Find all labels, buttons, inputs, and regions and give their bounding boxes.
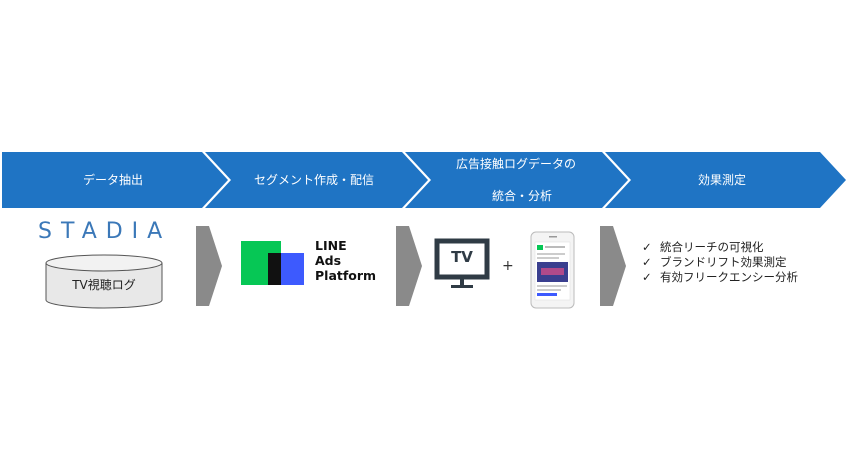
flow-arrow-3 (600, 226, 626, 306)
tv-viewing-log-label: TV視聴ログ (72, 278, 136, 292)
tv-icon (434, 238, 490, 288)
flow-arrow-1 (196, 226, 222, 306)
step-label-integrate-line2: 統合・分析 (492, 189, 553, 203)
database-cylinder-icon (45, 254, 163, 309)
step-chevron-4 (605, 152, 846, 208)
line-ads-platform-logo (241, 241, 304, 285)
step-chevron-2 (205, 152, 428, 208)
smartphone-icon (530, 231, 575, 309)
results-list: ✓統合リーチの可視化 ✓ブランドリフト効果測定 ✓有効フリークエンシー分析 (642, 240, 798, 285)
step-chevron-3 (405, 152, 628, 208)
step-label-integrate-line1: 広告接触ログデータの (456, 157, 577, 171)
check-icon: ✓ (642, 270, 652, 284)
result-item: ✓ブランドリフト効果測定 (642, 255, 787, 269)
check-icon: ✓ (642, 240, 652, 254)
plus-sign: + (502, 258, 514, 274)
step-chevron-1 (2, 152, 228, 208)
line-ads-line3: Platform (315, 268, 377, 283)
step-label-measure: 効果測定 (698, 173, 747, 187)
result-item: ✓有効フリークエンシー分析 (642, 270, 798, 284)
result-item: ✓統合リーチの可視化 (642, 240, 764, 254)
step-label-segment: セグメント作成・配信 (254, 173, 375, 187)
check-icon: ✓ (642, 255, 652, 269)
line-ads-platform-text: LINE Ads Platform (315, 238, 376, 283)
line-ads-line2: Ads (315, 253, 342, 268)
stadia-logo: STADIA (38, 219, 172, 244)
flow-arrow-2 (396, 226, 422, 306)
step-label-extract: データ抽出 (83, 173, 144, 187)
line-ads-line1: LINE (315, 238, 347, 253)
tv-label: TV (451, 248, 473, 266)
